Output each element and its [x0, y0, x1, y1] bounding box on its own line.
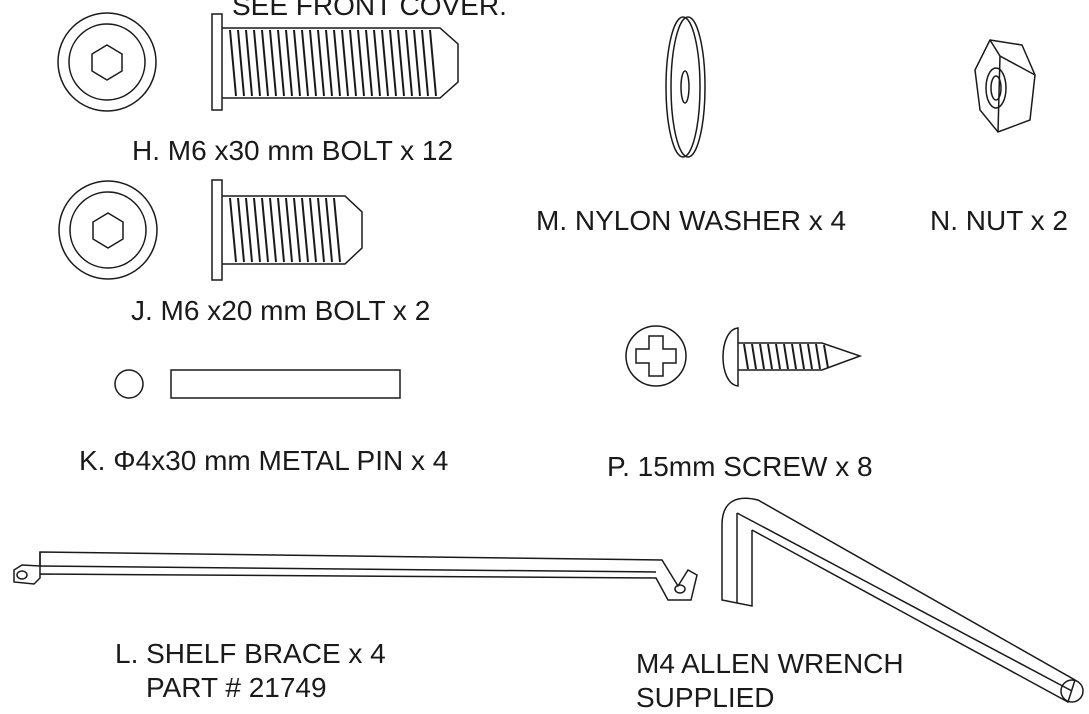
- nut-n: [974, 39, 1036, 133]
- screw-p-side: [722, 327, 863, 387]
- nylon-washer-m: [665, 16, 706, 158]
- part-h-label: H. M6 x30 mm BOLT x 12: [132, 135, 454, 166]
- part-j-label: J. M6 x20 mm BOLT x 2: [131, 295, 431, 326]
- bolt-j-head: [58, 180, 158, 280]
- bolt-h-side: [211, 13, 459, 111]
- part-n-label: N. NUT x 2: [930, 205, 1068, 236]
- screw-p-head: [625, 325, 687, 387]
- wrench-label-line1: M4 ALLEN WRENCH: [636, 648, 904, 679]
- shelf-brace-l: [13, 551, 698, 601]
- bolt-j-side: [211, 179, 363, 281]
- part-l-label-line1: L. SHELF BRACE x 4: [115, 638, 386, 669]
- part-m-label: M. NYLON WASHER x 4: [536, 205, 847, 236]
- bolt-h-head: [57, 12, 157, 112]
- part-p-label: P. 15mm SCREW x 8: [607, 451, 873, 482]
- wrench-label-line2: SUPPLIED: [636, 682, 775, 713]
- header-fragment: SEE FRONT COVER.: [232, 0, 507, 21]
- part-k-label: K. Φ4x30 mm METAL PIN x 4: [79, 445, 449, 476]
- part-l-label-line2: PART # 21749: [146, 672, 327, 703]
- allen-wrench: [721, 497, 1084, 704]
- metal-pin-k: [114, 369, 401, 399]
